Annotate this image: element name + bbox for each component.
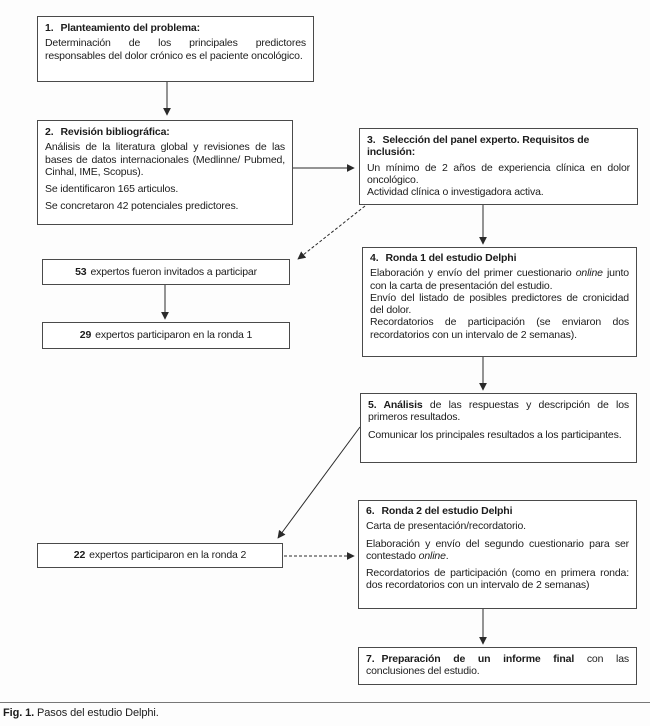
round2-count: 22 — [73, 549, 86, 562]
step1-body: Determinación de los principales predict… — [45, 37, 306, 62]
step5-title-paragraph: 5.Análisis de las respuestas y descripci… — [368, 399, 629, 424]
step1-title: 1.Planteamiento del problema: — [45, 22, 200, 34]
figure-caption-label: Fig. 1. — [3, 707, 35, 719]
step2-title: 2.Revisión bibliográfica: — [45, 126, 170, 138]
step2-paragraph-3: Se concretaron 42 potenciales predictore… — [45, 200, 239, 213]
step5-number: 5. — [368, 399, 377, 411]
flow-box-step5: 5.Análisis de las respuestas y descripci… — [360, 393, 637, 463]
invited-count: 53 — [75, 265, 87, 278]
step3-title: 3.Selección del panel experto. Requisito… — [367, 134, 590, 159]
step4-title: 4.Ronda 1 del estudio Delphi — [370, 252, 517, 264]
flow-box-step4: 4.Ronda 1 del estudio Delphi Elaboración… — [362, 247, 637, 357]
step3-paragraph-1: Un mínimo de 2 años de experiencia clíni… — [367, 161, 630, 186]
step4-paragraph-3: Recordatorios de participación (se envia… — [370, 316, 629, 341]
step2-number: 2. — [45, 126, 54, 138]
connector-step3-to-invited-dashed — [297, 205, 366, 260]
step3-number: 3. — [367, 134, 376, 146]
step6-paragraph-1: Carta de presentación/recordatorio. — [366, 520, 526, 533]
step6-title: 6.Ronda 2 del estudio Delphi — [366, 505, 513, 517]
step6-number: 6. — [366, 505, 375, 517]
caption-divider — [0, 702, 650, 703]
flow-box-step1: 1.Planteamiento del problema: Determinac… — [37, 16, 314, 82]
step7-title-paragraph: 7.Preparación de un informe final con la… — [366, 653, 629, 678]
online-italic: online — [575, 267, 603, 280]
step7-number: 7. — [366, 653, 375, 665]
figure-caption: Fig. 1. Pasos del estudio Delphi. — [3, 707, 643, 719]
connector-step5-to-round2 — [277, 426, 361, 539]
step6-paragraph-2: Elaboración y envío del segundo cuestion… — [366, 537, 629, 562]
flow-box-step6: 6.Ronda 2 del estudio Delphi Carta de pr… — [358, 500, 637, 609]
flow-box-step3: 3.Selección del panel experto. Requisito… — [359, 128, 638, 205]
round1-count: 29 — [79, 329, 92, 342]
step2-paragraph-1: Análisis de la literatura global y revis… — [45, 141, 285, 178]
step4-paragraph-1: Elaboración y envío del primer cuestiona… — [370, 267, 629, 292]
step2-paragraph-2: Se identificaron 165 articulos. — [45, 183, 179, 196]
round2-label: expertos participaron en la ronda 2 — [89, 549, 247, 562]
flow-box-step2: 2.Revisión bibliográfica: Análisis de la… — [37, 120, 293, 225]
step5-paragraph-2: Comunicar los principales resultados a l… — [368, 428, 622, 441]
step4-number: 4. — [370, 252, 379, 264]
step3-paragraph-2: Actividad clínica o investigadora activa… — [367, 186, 544, 199]
figure-caption-text: Pasos del estudio Delphi. — [34, 707, 159, 719]
flow-box-step7: 7.Preparación de un informe final con la… — [358, 647, 637, 685]
step4-paragraph-2: Envío del listado de posibles predictore… — [370, 291, 629, 317]
round1-label: expertos participaron en la ronda 1 — [95, 329, 253, 342]
step6-paragraph-3: Recordatorios de participación (como en … — [366, 567, 629, 592]
online-italic: online — [418, 549, 446, 562]
step1-number: 1. — [45, 22, 54, 34]
invited-label: expertos fueron invitados a participar — [90, 265, 257, 278]
